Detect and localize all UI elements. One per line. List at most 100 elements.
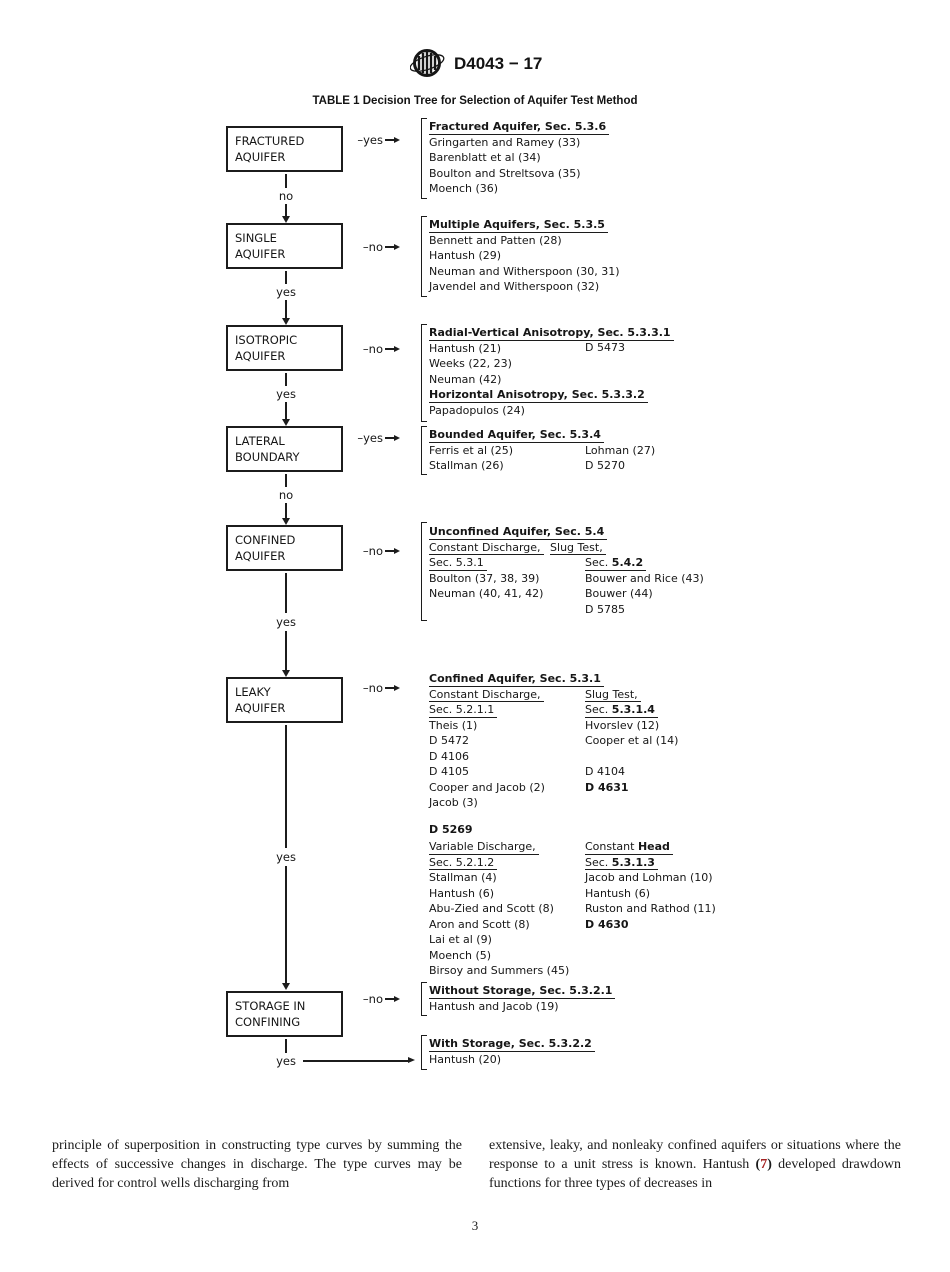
down-label-no: no (275, 488, 297, 502)
list-item: Neuman (42) (429, 372, 502, 386)
method-list-d5269-lead: D 5269 (429, 822, 473, 838)
arrow-down-icon (282, 419, 290, 426)
list-item: Hantush (29) (429, 249, 502, 262)
decision-box-fractured-aquifer: FRACTURED AQUIFER (226, 126, 343, 172)
list-title: Without Storage, Sec. 5.3.2.1 (429, 984, 616, 999)
arrow-right-icon (408, 1057, 415, 1063)
list-item: Stallman (4) (429, 871, 497, 884)
reference-7-link[interactable]: 7 (760, 1156, 768, 1172)
section-ref: Sec. 5.2.1.1 (429, 703, 498, 718)
method-list-fractured: Fractured Aquifer, Sec. 5.3.6 Gringarten… (429, 119, 610, 197)
body-text: extensive, leaky, and nonleaky confined … (489, 1138, 901, 1172)
blank-line (585, 749, 678, 765)
list-title: With Storage, Sec. 5.3.2.2 (429, 1037, 595, 1052)
box-label: CONFINED (235, 533, 296, 547)
list-subtitle: Variable Discharge, (429, 840, 539, 855)
box-label: AQUIFER (235, 349, 286, 363)
list-item: Cooper et al (14) (585, 734, 679, 747)
list-item: Weeks (22, 23) (429, 357, 512, 370)
list-item: Javendel and Witherspoon (32) (429, 280, 600, 293)
list-item: Aron and Scott (8) (429, 917, 530, 931)
branch-text: –no (362, 240, 383, 254)
arrow-right-icon (394, 137, 400, 143)
section-ref: 5.3.1.4 (611, 703, 655, 716)
connector-line (285, 631, 287, 670)
bracket (421, 324, 427, 422)
method-list-bounded-col2: Lohman (27) D 5270 (585, 443, 655, 474)
arrow-down-icon (282, 983, 290, 990)
bracket (421, 982, 427, 1016)
list-title: Multiple Aquifers, Sec. 5.3.5 (429, 218, 608, 233)
list-item: D 5472 (429, 734, 469, 747)
list-item: D 5785 (585, 602, 625, 616)
arrow-line (385, 246, 394, 248)
method-list-d5269: Variable Discharge, Sec. 5.2.1.2 Stallma… (429, 839, 569, 979)
arrow-right-icon (394, 996, 400, 1002)
list-title: Confined Aquifer, Sec. 5.3.1 (429, 672, 604, 687)
box-label: FRACTURED (235, 134, 305, 148)
method-list-d5269-col2: Constant Head Sec. 5.3.1.3 Jacob and Loh… (585, 839, 716, 932)
decision-box-confined-aquifer: CONFINED AQUIFER (226, 525, 343, 571)
list-subtitle: Slug Test, (550, 541, 606, 555)
box-label: STORAGE IN (235, 999, 306, 1013)
list-item: Hvorslev (12) (585, 718, 660, 732)
list-item: Bennett and Patten (28) (429, 233, 562, 247)
list-title: Bounded Aquifer, Sec. 5.3.4 (429, 428, 604, 443)
arrow-right-icon (394, 435, 400, 441)
list-item: Hantush (6) (429, 886, 495, 900)
branch-label-yes: –yes (350, 133, 400, 147)
connector-line (285, 474, 287, 487)
arrow-down-icon (282, 518, 290, 525)
list-item: Stallman (26) (429, 459, 504, 472)
method-list-unconfined: Unconfined Aquifer, Sec. 5.4 Constant Di… (429, 524, 608, 602)
bracket (421, 216, 427, 297)
branch-text: –no (362, 992, 383, 1006)
arrow-line (385, 998, 394, 1000)
method-list-confined531: Confined Aquifer, Sec. 5.3.1 Constant Di… (429, 671, 604, 811)
bracket (421, 1035, 427, 1070)
table-title: TABLE 1 Decision Tree for Selection of A… (312, 95, 638, 107)
standard-designation: D4043 − 17 (454, 54, 543, 73)
section-ref: Sec. (585, 703, 609, 716)
list-item: D 5269 (429, 823, 473, 836)
list-item: Bouwer and Rice (43) (585, 571, 704, 585)
list-title: Horizontal Anisotropy, Sec. 5.3.3.2 (429, 388, 648, 403)
list-item: Moench (5) (429, 948, 492, 962)
arrow-down-icon (282, 216, 290, 223)
list-item: Lohman (27) (585, 443, 656, 457)
connector-line (285, 1039, 287, 1053)
list-item: Cooper and Jacob (2) (429, 780, 545, 794)
list-item: Hantush (20) (429, 1052, 502, 1066)
list-item: Hantush (6) (585, 886, 651, 900)
arrow-right-icon (394, 346, 400, 352)
list-item: Neuman (40, 41, 42) (429, 587, 544, 600)
method-list-confined531-col2: Slug Test, Sec. 5.3.1.4 Hvorslev (12) Co… (585, 687, 678, 796)
bracket (421, 522, 427, 621)
box-label: AQUIFER (235, 701, 286, 715)
arrow-line (385, 437, 394, 439)
list-item: Gringarten and Ramey (33) (429, 135, 581, 149)
connector-line (303, 1060, 408, 1062)
method-list-with-storage: With Storage, Sec. 5.3.2.2 Hantush (20) (429, 1036, 595, 1067)
list-item: Birsoy and Summers (45) (429, 964, 570, 977)
list-item: Boulton (37, 38, 39) (429, 571, 540, 585)
method-list-bounded: Bounded Aquifer, Sec. 5.3.4 Ferris et al… (429, 427, 604, 474)
reference-paren: ) (767, 1156, 772, 1172)
list-item: D 5473 (585, 341, 625, 354)
connector-line (285, 866, 287, 983)
branch-text: –yes (357, 431, 383, 445)
down-label-yes: yes (273, 285, 299, 299)
branch-text: –no (362, 544, 383, 558)
connector-line (285, 271, 287, 284)
list-item: Jacob (3) (429, 796, 478, 809)
branch-label-no: –no (350, 240, 400, 254)
list-item: Theis (1) (429, 718, 478, 732)
list-item: Ruston and Rathod (11) (585, 902, 716, 915)
branch-text: –no (362, 342, 383, 356)
decision-box-single-aquifer: SINGLE AQUIFER (226, 223, 343, 269)
body-text-right-column: extensive, leaky, and nonleaky confined … (489, 1137, 901, 1193)
connector-line (285, 725, 287, 848)
branch-text: –yes (357, 133, 383, 147)
box-label: AQUIFER (235, 150, 286, 164)
down-label-yes: yes (273, 850, 299, 864)
